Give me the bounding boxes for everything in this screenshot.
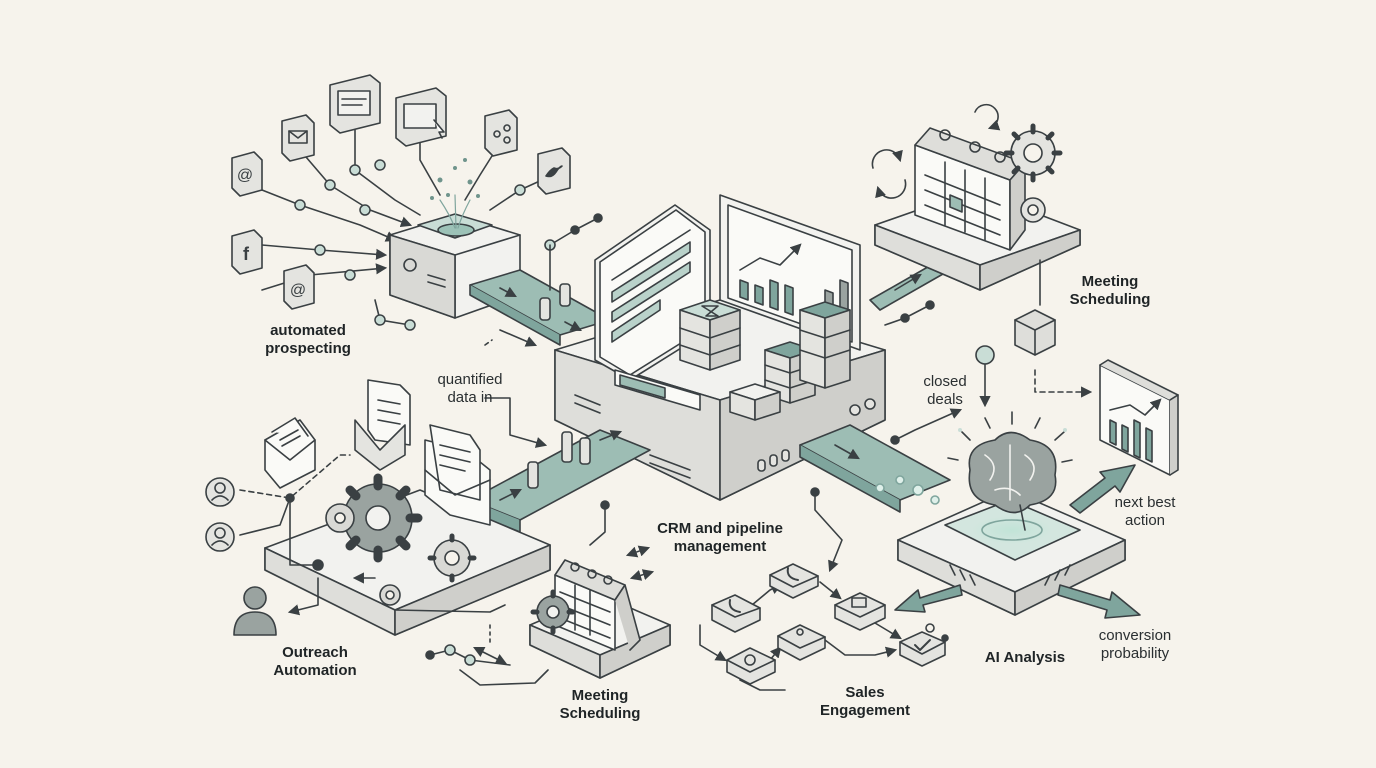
funnel-streams [439,194,471,229]
brain-icon [947,411,1073,531]
calendar-icon [554,559,641,651]
server-stack-icon [679,299,851,421]
email-icon [834,592,886,631]
scheduling-connectors [425,500,610,686]
gear-icon [379,584,401,606]
conveyor-bottom-left [469,429,651,533]
mail-icon [281,114,315,162]
facebook-icon: f [231,229,263,275]
meeting-scheduling-top [871,103,1081,291]
server-stack-d [729,383,781,421]
arrow-icon [894,464,1141,619]
phone-icon [711,594,761,633]
refresh-icon [871,103,1001,199]
gear-icon [325,503,355,533]
outreach-connectors [239,454,506,646]
ai-dotted-connector [925,623,949,642]
cursor-window-icon [395,87,447,147]
glow-particles [875,475,940,505]
at-icon: @ [231,151,263,197]
phone-icon [726,647,776,685]
twitter-icon [537,147,571,195]
gear-icon [427,533,477,583]
cube-connector [1014,259,1093,398]
calendar-icon [914,127,1026,251]
svg-text:f: f [243,244,250,264]
particles [430,158,480,200]
hourglass-icon [701,305,719,317]
gear-icon [1020,197,1046,223]
bar-chart-icon [1099,359,1179,476]
connector-dots [294,159,526,331]
sales-engagement [699,487,946,691]
browser-window-icon [329,74,381,134]
crm-input-connector [544,213,603,291]
at-icon: @ [283,264,315,310]
user-icon [233,586,277,636]
check-icon [899,631,946,667]
gear-icon [530,589,576,635]
conveyor-top-left [469,269,611,346]
gear-icon [333,473,423,563]
brain-rays [947,411,1073,463]
label-ai-analysis: AI Analysis [984,649,1066,666]
refresh-icon [625,545,655,581]
quantified-data-connector [484,329,548,448]
user-icon [777,624,826,661]
svg-text:@: @ [237,167,253,184]
closed-deals-pin [890,345,995,445]
ai-analysis-platform [897,489,1126,616]
status-lights [757,398,876,472]
share-icon [484,109,518,157]
progress-strip [614,369,701,411]
envelope-icon [424,424,491,526]
server-stack-c [799,301,851,389]
server-stack-a [679,299,741,371]
gear-icon [1003,123,1063,183]
user-icon [205,477,235,552]
conveyor-right [799,424,951,513]
chip-pins [949,564,1071,586]
document-icon [354,379,411,471]
prospecting-module: @ [231,74,571,331]
phone-icon [769,563,819,599]
envelope-icon [264,417,316,489]
vent-lines [574,394,691,479]
svg-text:@: @ [290,282,306,299]
